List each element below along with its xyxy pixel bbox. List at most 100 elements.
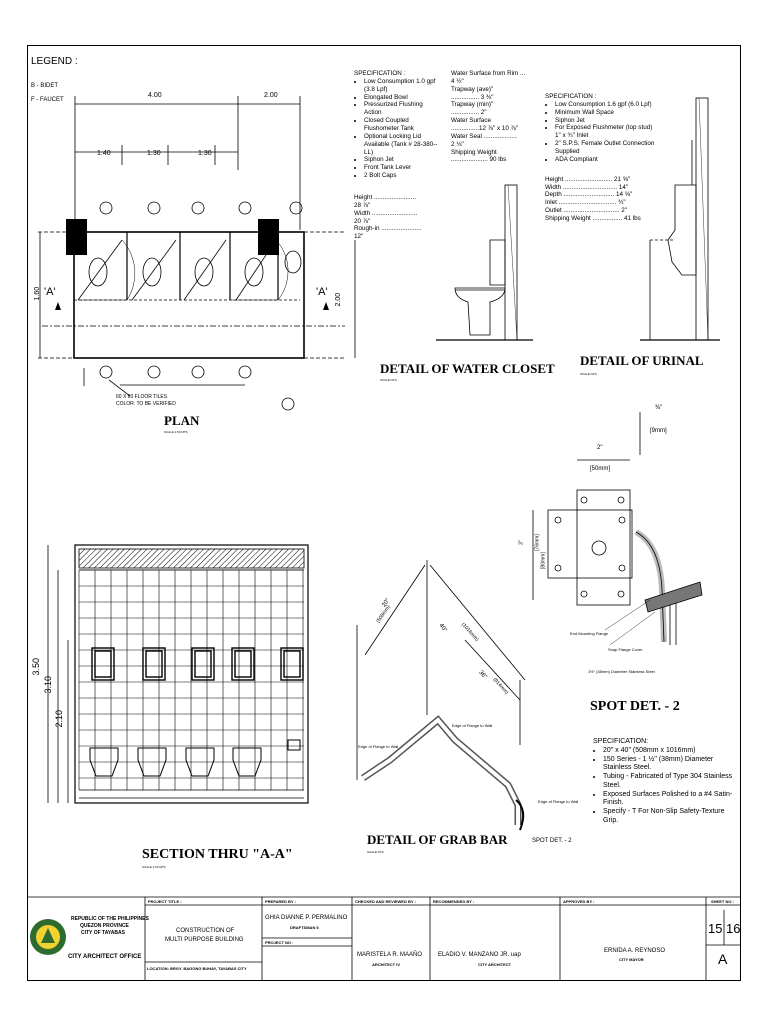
plan-title: PLAN: [164, 413, 200, 428]
wc-measure: 12": [354, 233, 364, 241]
water-closet-scale: SCALE NTS: [380, 378, 397, 382]
spot-spec-item: 150 Series - 1 ½" (38mm) Diameter Stainl…: [603, 756, 733, 774]
urinal-title: DETAIL OF URINAL: [580, 353, 704, 368]
wc-spec-item: Optional Locking Lid Available (Tank # 2…: [364, 133, 439, 157]
grab-bar-scale: SCALE NTS: [367, 850, 384, 854]
urinal-measure: Outlet ................................ …: [545, 207, 628, 215]
prepared-name: GHIA DIANNE P. PERMALINO: [265, 915, 348, 921]
spot-dim-3: 2": [597, 445, 603, 451]
wc-dim: 4 ½": [451, 77, 464, 85]
grab-bar-drawing: [356, 560, 526, 831]
checked-role: ARCHITECT IV: [372, 962, 400, 967]
checked-name: MARISTELA R. MAAÑO: [357, 952, 423, 958]
water-closet-dimensions: Water Surface from Rim ... 4 ½" Trapway …: [451, 70, 531, 164]
project-location: LOCATION: BRGY. BAGONG BUHAY, TAYABAS CI…: [147, 966, 247, 971]
title-block-lines: [27, 896, 741, 981]
checked-label: CHECKED AND REVIEWED BY :: [355, 899, 416, 904]
urinal-measure: Width ............................... 14…: [545, 183, 629, 191]
wc-dim: Water Surface: [451, 117, 492, 125]
wc-spec-item: Pressurized Flushing Action: [364, 101, 439, 117]
wc-dim: ................ 3 ⅜": [451, 93, 494, 101]
project-no-label: PROJECT NO :: [265, 940, 294, 945]
tile-note-1: 60 X 60 FLOOR TILES: [116, 394, 168, 400]
project-title-2: MULTI PURPOSE BUILDING: [165, 937, 244, 943]
wc-measure: 28 ⅞": [354, 201, 371, 209]
wc-spec-item: Low Consumption 1.0 gpf (3.8 Lpf): [364, 78, 439, 94]
legend-item-faucet: F - FAUCET: [31, 97, 64, 103]
approved-name: ERNIDA A. REYNOSO: [604, 948, 666, 954]
sheet-total: 16: [726, 921, 741, 936]
wc-dim: Water Surface from Rim ...: [451, 70, 526, 77]
spot-spec-item: 20" x 40" (508mm x 1016mm): [603, 747, 733, 756]
plan-dim-right: 2.00: [335, 292, 343, 307]
legend-item-bidet: B - BIDET: [31, 83, 59, 89]
wc-measure: Width ..........................: [354, 209, 418, 217]
wc-spec-item: Closed Coupled Flushometer Tank: [364, 117, 439, 133]
urinal-spec-item: For Exposed Flushmeter (top stud) 1" x ¾…: [555, 124, 655, 140]
spot-spec-item: Exposed Surfaces Polished to a #4 Satin-…: [603, 791, 733, 809]
wc-dim: Water Seal ...................: [451, 132, 517, 140]
office-name: CITY ARCHITECT OFFICE: [68, 954, 142, 960]
wc-dim: Shipping Weight: [451, 148, 497, 156]
spot-detail-drawing: [532, 412, 703, 646]
spot-spec-item: Specify - T For Non-Slip Safety-Texture …: [603, 808, 733, 826]
approved-label: APPROVED BY :: [563, 899, 595, 904]
recommended-name: ELADIO V. MANZANO JR. uap: [438, 952, 521, 958]
wc-spec-item: Siphon Jet: [364, 156, 439, 164]
wc-dim: 2 ⅛": [451, 140, 464, 148]
urinal-spec-title: SPECIFICATION :: [545, 93, 597, 100]
plan-dim-top-1: 4.00: [148, 92, 162, 99]
wc-dim: ................ 2": [451, 109, 487, 117]
wc-measure: 20 ⅞": [354, 217, 371, 225]
spot-dim-5: [76mm]: [534, 534, 541, 551]
water-closet-drawing: [436, 184, 533, 341]
wall-tile-grid: [78, 569, 304, 790]
section-arrow-right: [323, 302, 329, 310]
plan-scale: SCALE 1:50 MTS: [164, 430, 188, 434]
project-title-label: PROJECT TITLE :: [148, 899, 182, 904]
water-closet-spec: SPECIFICATION : Low Consumption 1.0 gpf …: [354, 70, 439, 241]
legend-title: LEGEND :: [31, 56, 78, 67]
plan-dim-left: 1.60: [34, 286, 42, 301]
wc-dim: ................12 ⅞" x 10 ⅞": [451, 125, 519, 133]
spot-title: SPOT DET. - 2: [590, 699, 680, 714]
plan-dim-sub-2: 1.30: [147, 150, 161, 157]
spot-spec-title: SPECIFICATION:: [593, 738, 649, 745]
grab-label-2: Edge of Flange to Wall: [452, 723, 493, 728]
spot-label-diameter: 1½" (38mm) Diameter Stainless Steel: [588, 669, 655, 674]
wc-spec-item: Front Tank Lever: [364, 164, 439, 172]
water-closet-spec-title: SPECIFICATION :: [354, 70, 406, 77]
grab-label-3: Edge of Flange to Wall: [538, 799, 579, 804]
urinal-spec-item: 2" S.P.S. Female Outlet Connection Suppl…: [555, 140, 655, 156]
urinal-measure: Inlet ................................. …: [545, 199, 626, 207]
column-right: [258, 219, 279, 255]
wc-dim: Trapway (ave)": [451, 85, 494, 93]
spot-dim-2: [9mm]: [650, 428, 667, 434]
section-title: SECTION THRU "A-A": [142, 847, 293, 862]
recommended-role: CITY ARCHITECT: [478, 962, 512, 967]
urinal-spec-item: ADA Compliant: [555, 156, 655, 164]
section-dim-210: 2.10: [54, 709, 65, 728]
recommended-label: RECOMMENDED BY :: [433, 899, 475, 904]
section-mark-right: 'A': [316, 286, 328, 298]
wc-spec-item: 2 Bolt Caps: [364, 172, 439, 180]
sheet-label: SHEET NO :: [711, 899, 734, 904]
prepared-label: PREPARED BY :: [265, 899, 296, 904]
grab-bar-title: DETAIL OF GRAB BAR: [367, 832, 508, 847]
urinal-spec-item: Minimum Wall Space: [555, 109, 655, 117]
urinal-spec-item: Low Consumption 1.6 gpf (6.0 Lpf): [555, 101, 655, 109]
section-arrow-left: [55, 302, 61, 310]
wc-spec-item: Elongated Bowl: [364, 94, 439, 102]
grab-label-1: Edge of Flange to Wall: [358, 744, 399, 749]
section-aa-drawing: [47, 544, 309, 804]
section-mark-left: 'A': [44, 286, 56, 298]
spot-dim-4: [50mm]: [590, 466, 611, 472]
spot-label-end-flange: End Mounting Flange: [570, 631, 609, 636]
urinal-scale: SCALE NTS: [580, 372, 597, 376]
column-left: [66, 219, 87, 255]
prepared-role: DRAFTSMAN II: [290, 925, 319, 930]
plan-dim-sub-3: 1.30: [198, 150, 212, 157]
grab-spot-ref: SPOT DET. - 2: [532, 838, 572, 844]
floor-plan: [38, 96, 356, 411]
wc-dim: Trapway (min)": [451, 101, 494, 109]
